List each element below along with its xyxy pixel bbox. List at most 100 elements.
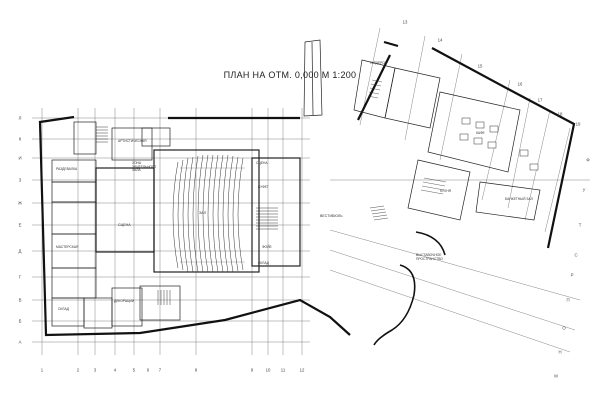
axis-label-18: 18 — [557, 111, 563, 117]
axis-label-zh: Ж — [18, 200, 22, 206]
axis-label-o: О — [562, 325, 566, 331]
room-box — [83, 297, 113, 329]
axis-label-v: В — [18, 297, 22, 303]
axis-label-1: 1 — [40, 367, 44, 373]
room-label-art: АРТИСТИЧЕСКАЯ — [118, 139, 147, 143]
table — [475, 121, 485, 129]
room-label-sklad2: СКЛАД — [58, 307, 70, 311]
room-label-stage: СЦЕНА — [118, 223, 131, 227]
grid-line — [481, 79, 511, 201]
seat-row — [227, 155, 234, 273]
tower — [303, 39, 323, 117]
table — [461, 117, 471, 125]
table — [487, 141, 497, 149]
room-label-buffet: БУФЕТ — [258, 185, 269, 189]
room-label-banquet: БАНКЕТНЫЙ ЗАЛ — [505, 197, 533, 201]
seat-row — [172, 161, 179, 269]
room-label-hall: ЗАЛ — [199, 211, 207, 215]
room-label-foyer: ВЕСТИБЮЛЬ — [320, 214, 343, 218]
outer-wall-wing — [383, 40, 399, 48]
room-label-tribune: ЗОНА ЗРИТЕЛЬНОГО ЗАЛА — [132, 161, 157, 173]
room-label-workshop: МАСТЕРСКАЯ — [56, 245, 79, 249]
axis-label-t: Т — [578, 222, 582, 228]
axis-label-3: 3 — [93, 367, 97, 373]
axis-label-14: 14 — [437, 37, 443, 43]
room-label-decor: ДЕКОРАЦИИ — [114, 299, 135, 303]
hall-box — [153, 149, 260, 273]
stair-bottom — [157, 290, 171, 305]
axis-label-i: И — [18, 155, 22, 161]
room-box — [139, 285, 181, 321]
axis-label-n: Н — [558, 349, 562, 355]
room-label-kitchen: КУХНЯ — [440, 189, 452, 193]
wing-room — [475, 181, 541, 221]
table — [529, 163, 539, 171]
seat-row — [212, 154, 219, 273]
table — [489, 125, 499, 133]
axis-label-p: П — [566, 297, 570, 303]
seat-row — [177, 159, 184, 271]
grid-line — [329, 249, 576, 331]
axis-label-7: 7 — [158, 367, 162, 373]
room-box — [73, 121, 97, 155]
grid-line — [404, 35, 426, 141]
wing-room — [427, 91, 521, 173]
stair-wing — [367, 79, 383, 99]
axis-label-16: 16 — [517, 81, 523, 87]
room-box — [111, 287, 143, 327]
axis-label-8: 8 — [194, 367, 198, 373]
room-label-scene-r: СЦЕНА — [256, 161, 268, 165]
grid-line — [329, 229, 581, 301]
axis-label-k: К — [18, 136, 22, 142]
stair-wing-2 — [420, 177, 447, 195]
room-label-sklad: СКЛАД — [258, 261, 270, 265]
axis-label-z: З — [18, 177, 22, 183]
seat-row — [197, 154, 204, 273]
seat-row — [232, 156, 239, 272]
grid-line — [329, 269, 571, 353]
axis-label-12: 12 — [299, 367, 305, 373]
room-label-garderob: ГАРДЕРОБ — [370, 61, 388, 65]
axis-label-11: 11 — [280, 367, 286, 373]
seat-row — [222, 154, 229, 273]
axis-label-13: 13 — [402, 19, 408, 25]
room-box — [51, 181, 97, 203]
stair-right — [256, 207, 278, 230]
room-box — [111, 127, 153, 161]
axis-label-6: 6 — [146, 367, 150, 373]
axis-label-4: 4 — [113, 367, 117, 373]
tower-line — [311, 41, 314, 116]
axis-label-g: Г — [18, 274, 22, 280]
outer-wall-left — [38, 115, 351, 337]
stair-left — [96, 126, 108, 143]
table — [473, 137, 483, 145]
axis-label-u: У — [582, 187, 586, 193]
room-label-exhibit: ВЫСТАВОЧНОЕ ПРОСТРАНСТВО — [416, 253, 443, 261]
axis-label-19: 19 — [575, 121, 581, 127]
room-box — [51, 297, 85, 327]
axis-label-e: Е — [18, 222, 22, 228]
grid-line — [439, 53, 463, 161]
seat-row — [192, 155, 199, 273]
seat-row — [187, 156, 194, 273]
axis-label-a: А — [18, 339, 22, 345]
seat-row — [217, 154, 224, 273]
axis-label-10: 10 — [265, 367, 271, 373]
axis-label-2: 2 — [76, 367, 80, 373]
axis-label-f: Ф — [586, 157, 590, 163]
axis-label-9: 9 — [250, 367, 254, 373]
axis-label-d: Д — [18, 248, 22, 254]
stair-foyer — [369, 205, 389, 221]
lobby-box — [251, 157, 301, 267]
exhibit-wall — [373, 264, 416, 346]
wing-room — [384, 67, 441, 129]
room-box — [51, 201, 97, 235]
seat-row — [237, 157, 244, 271]
room-label-dressing: РАЗДЕВАЛКА — [56, 167, 78, 171]
axis-label-l: Л — [18, 115, 22, 121]
room-box — [141, 127, 171, 147]
grid-line — [507, 97, 531, 209]
axis-label-5: 5 — [132, 367, 136, 373]
plan-title: ПЛАН НА ОТМ. 0,000 М 1:200 — [223, 70, 357, 80]
